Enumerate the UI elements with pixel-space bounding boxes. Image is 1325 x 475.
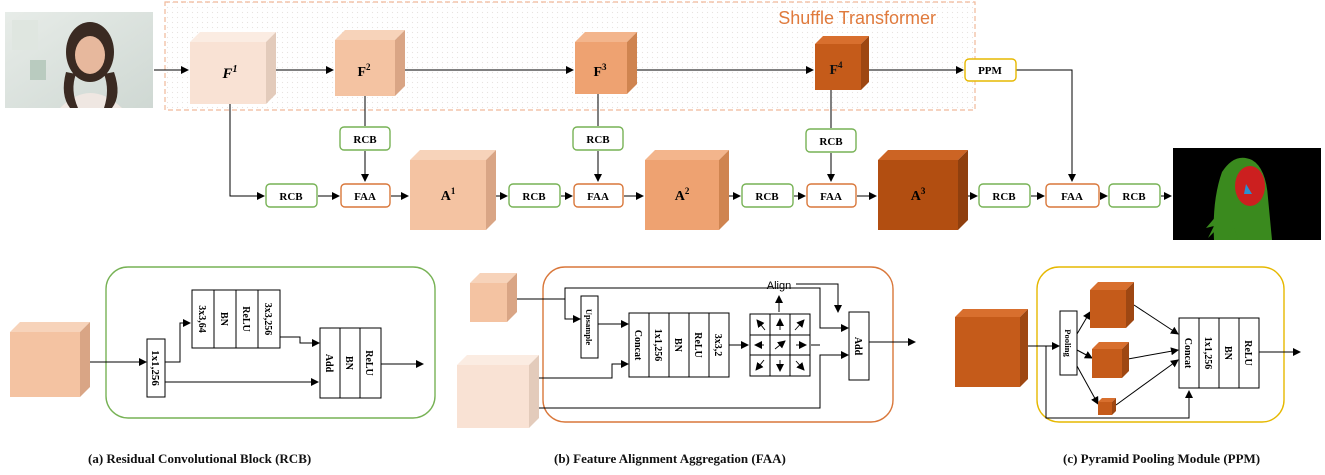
f4-label: F4: [829, 60, 843, 78]
svg-text:3x3,256: 3x3,256: [262, 303, 273, 336]
rcb-block-4: RCB: [265, 183, 318, 208]
svg-text:BN: BN: [1222, 346, 1233, 361]
rcb-conv-1x1: 1x1,256: [146, 338, 166, 398]
rcb-block-7: RCB: [978, 183, 1031, 208]
a2-label: A2: [675, 186, 690, 204]
svg-text:FAA: FAA: [354, 191, 376, 203]
cube-f3: [575, 32, 637, 94]
rcb-block-2: RCB: [572, 126, 624, 151]
svg-text:Add: Add: [852, 337, 863, 356]
svg-text:Pooling: Pooling: [1063, 329, 1073, 357]
faa-block-1: FAA: [340, 183, 391, 208]
rcb-block-5: RCB: [508, 183, 561, 208]
cube-f4: [815, 36, 869, 90]
svg-text:BN: BN: [343, 356, 354, 371]
rcb-block-3: RCB: [805, 128, 857, 153]
faa-add: Add: [848, 311, 870, 381]
rcb-block-8: RCB: [1108, 183, 1161, 208]
caption-rcb: (a) Residual Convolutional Block (RCB): [88, 451, 312, 466]
faa-detail-connections: [517, 283, 916, 409]
svg-text:RCB: RCB: [353, 134, 377, 146]
cube-f1: [190, 32, 276, 104]
svg-text:ReLU: ReLU: [692, 332, 703, 358]
ppm-pool-cube-mid: [1092, 342, 1129, 378]
ppm-label: PPM: [978, 65, 1002, 77]
ppm-stack: Concat 1x1,256 BN ReLU: [1178, 317, 1260, 389]
faa-input-cube-large: [457, 355, 539, 428]
svg-text:RCB: RCB: [755, 191, 779, 203]
cube-a2: [645, 150, 729, 230]
faa-block-2: FAA: [573, 183, 624, 208]
f1-label: F1: [221, 64, 237, 82]
ppm-detail-connections: [1028, 304, 1301, 419]
caption-faa: (b) Feature Alignment Aggregation (FAA): [554, 451, 786, 466]
svg-text:1x1,256: 1x1,256: [149, 350, 161, 386]
cube-f2: [335, 30, 405, 96]
top-connections: [154, 66, 1172, 200]
faa-block-3: FAA: [806, 183, 857, 208]
a3-label: A3: [911, 186, 926, 204]
input-image: [5, 12, 153, 108]
svg-text:RCB: RCB: [586, 134, 610, 146]
svg-text:Add: Add: [323, 354, 334, 373]
svg-text:FAA: FAA: [587, 191, 609, 203]
cube-a3: [878, 150, 968, 230]
caption-ppm: (c) Pyramid Pooling Module (PPM): [1063, 451, 1261, 466]
svg-text:RCB: RCB: [992, 191, 1016, 203]
ppm-input-cube: [955, 309, 1028, 387]
svg-text:FAA: FAA: [1061, 191, 1083, 203]
faa-upsample: Upsample: [580, 295, 599, 359]
a1-label: A1: [441, 186, 456, 204]
svg-text:RCB: RCB: [1122, 191, 1146, 203]
svg-text:RCB: RCB: [279, 191, 303, 203]
rcb-stack-2: Add BN ReLU: [319, 327, 382, 399]
svg-text:3x3,64: 3x3,64: [196, 305, 207, 333]
ppm-box: [964, 58, 1017, 82]
svg-text:Concat: Concat: [632, 330, 643, 361]
faa-input-cube-small: [470, 273, 517, 322]
ppm-pooling: Pooling: [1059, 310, 1078, 376]
svg-text:FAA: FAA: [820, 191, 842, 203]
rcb-detail-connections: [90, 319, 424, 386]
f2-label: F2: [357, 62, 371, 80]
svg-text:3x3,2: 3x3,2: [712, 334, 723, 357]
svg-text:RCB: RCB: [522, 191, 546, 203]
align-label: Align: [767, 280, 791, 292]
svg-text:Upsample: Upsample: [584, 309, 594, 346]
output-segmentation: [1173, 148, 1321, 240]
ppm-pool-cube-small: [1098, 398, 1116, 415]
faa-stack: Concat 1x1,256 BN ReLU 3x3,2: [628, 312, 730, 378]
svg-text:BN: BN: [218, 312, 229, 327]
faa-block-4: FAA: [1045, 183, 1100, 208]
cube-a1: [410, 150, 496, 230]
svg-text:ReLU: ReLU: [363, 350, 374, 376]
svg-text:BN: BN: [672, 338, 683, 353]
svg-text:1x1,256: 1x1,256: [1202, 337, 1213, 370]
rcb-stack-1: 3x3,64 BN ReLU 3x3,256: [191, 289, 281, 349]
rcb-input-cube: [10, 322, 90, 397]
rcb-block-1: RCB: [339, 126, 391, 151]
svg-text:RCB: RCB: [819, 136, 843, 148]
rcb-block-6: RCB: [741, 183, 794, 208]
svg-text:Concat: Concat: [1182, 338, 1193, 369]
f3-label: F3: [593, 62, 607, 80]
backbone-title: Shuffle Transformer: [778, 8, 936, 28]
svg-text:1x1,256: 1x1,256: [652, 329, 663, 362]
svg-text:ReLU: ReLU: [240, 306, 251, 332]
svg-text:ReLU: ReLU: [1242, 340, 1253, 366]
flow-field-grid: [749, 313, 811, 377]
ppm-pool-cube-large: [1090, 282, 1134, 328]
